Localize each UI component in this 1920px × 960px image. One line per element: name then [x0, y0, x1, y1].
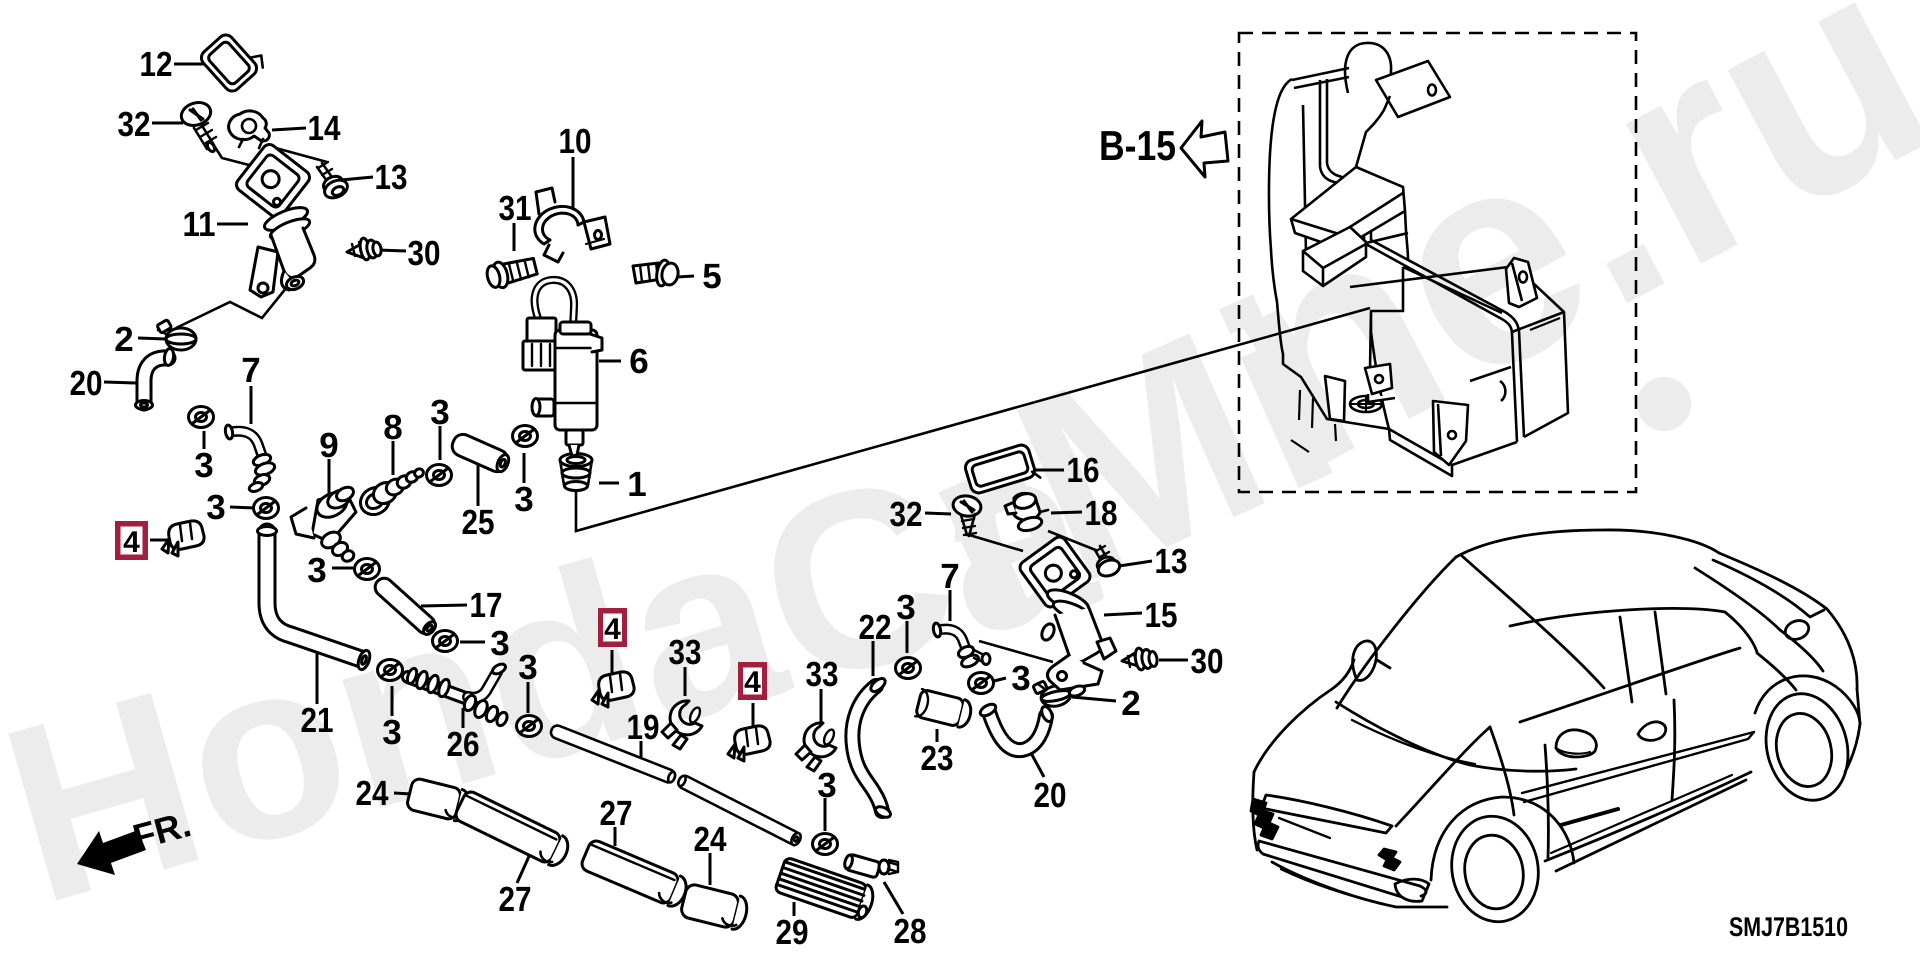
svg-text:1: 1	[627, 465, 646, 504]
svg-text:3: 3	[817, 766, 836, 805]
svg-text:18: 18	[1085, 494, 1118, 533]
svg-text:8: 8	[383, 408, 402, 447]
svg-text:7: 7	[940, 557, 959, 596]
svg-text:3: 3	[307, 551, 326, 590]
svg-text:7: 7	[241, 351, 260, 390]
svg-text:3: 3	[194, 446, 213, 485]
svg-text:SMJ7B1510: SMJ7B1510	[1729, 912, 1848, 942]
svg-text:19: 19	[627, 708, 660, 747]
svg-text:3: 3	[490, 624, 509, 663]
svg-text:4: 4	[604, 613, 621, 646]
svg-text:29: 29	[776, 913, 809, 952]
svg-text:3: 3	[206, 488, 225, 527]
svg-text:14: 14	[308, 109, 341, 148]
svg-text:20: 20	[1034, 776, 1067, 815]
svg-text:3: 3	[896, 588, 915, 627]
svg-text:10: 10	[559, 122, 592, 161]
svg-text:13: 13	[1155, 542, 1188, 581]
svg-text:11: 11	[183, 205, 216, 244]
svg-text:17: 17	[470, 586, 503, 625]
svg-text:2: 2	[114, 320, 133, 359]
svg-text:3: 3	[382, 713, 401, 752]
svg-text:12: 12	[140, 45, 173, 84]
svg-text:24: 24	[356, 774, 389, 813]
svg-text:3: 3	[430, 393, 449, 432]
svg-text:23: 23	[921, 739, 954, 778]
svg-text:26: 26	[447, 725, 480, 764]
svg-text:5: 5	[702, 257, 721, 296]
svg-text:3: 3	[514, 480, 533, 519]
svg-text:15: 15	[1145, 596, 1178, 635]
svg-text:4: 4	[123, 526, 140, 559]
svg-text:24: 24	[694, 820, 727, 859]
svg-text:20: 20	[70, 364, 103, 403]
svg-text:4: 4	[744, 666, 761, 699]
svg-text:16: 16	[1067, 451, 1100, 490]
svg-text:3: 3	[1011, 659, 1030, 698]
svg-text:9: 9	[319, 426, 338, 465]
svg-text:30: 30	[408, 234, 441, 273]
svg-text:13: 13	[375, 158, 408, 197]
svg-text:27: 27	[600, 794, 633, 833]
svg-text:32: 32	[890, 495, 923, 534]
svg-text:21: 21	[301, 701, 334, 740]
svg-text:27: 27	[499, 880, 532, 919]
svg-text:32: 32	[118, 105, 151, 144]
svg-text:22: 22	[859, 608, 892, 647]
svg-text:31: 31	[499, 189, 532, 228]
svg-text:2: 2	[1121, 684, 1140, 723]
svg-text:6: 6	[629, 342, 648, 381]
svg-text:33: 33	[669, 633, 702, 672]
svg-text:B-15: B-15	[1099, 122, 1176, 169]
svg-text:30: 30	[1191, 642, 1224, 681]
svg-text:25: 25	[462, 503, 495, 542]
svg-text:28: 28	[894, 912, 927, 951]
svg-text:3: 3	[518, 648, 537, 687]
svg-text:33: 33	[806, 655, 839, 694]
